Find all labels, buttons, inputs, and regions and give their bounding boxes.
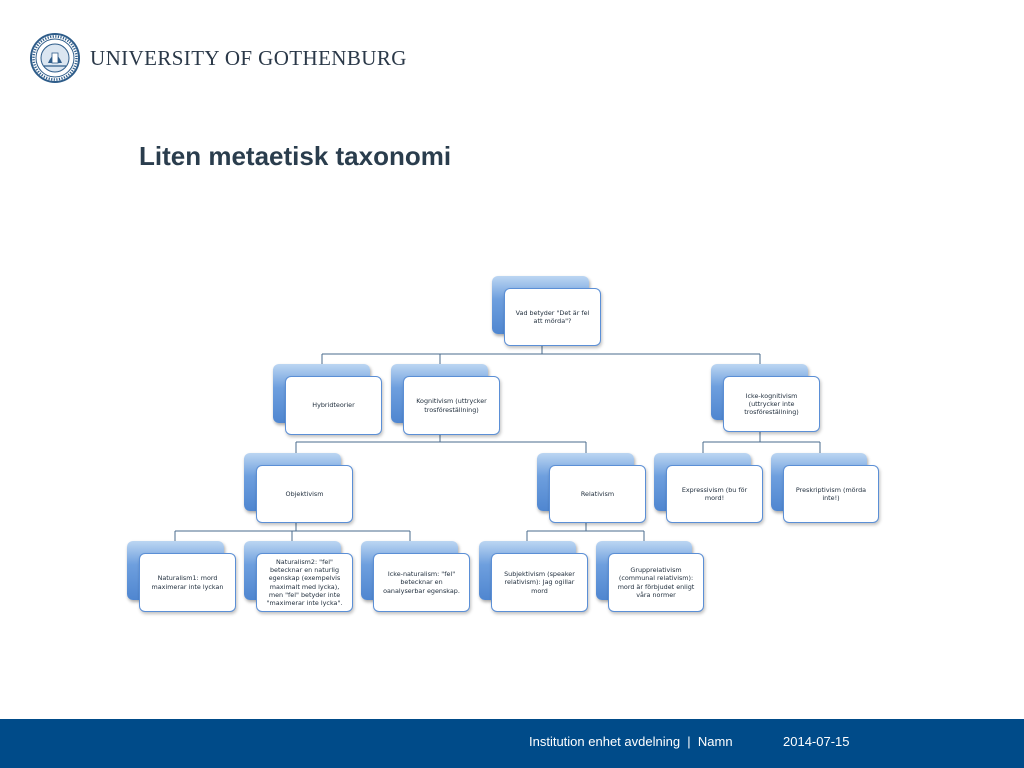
- node-expressivism: Expressivism (bu för mord!: [654, 453, 763, 523]
- node-kognitivism-label: Kognitivism (uttrycker trosföreställning…: [416, 397, 487, 414]
- footer-info: Institution enhet avdelning | Namn: [529, 734, 733, 749]
- node-naturalism2: Naturalism2: "fel" betecknar en naturlig…: [244, 541, 353, 612]
- node-preskriptivism: Preskriptivism (mörda inte!): [771, 453, 879, 523]
- node-kognitivism: Kognitivism (uttrycker trosföreställning…: [391, 364, 500, 435]
- node-naturalism1-label: Naturalism1: mord maximerar inte lyckan: [151, 574, 224, 591]
- node-preskriptivism-label: Preskriptivism (mörda inte!): [795, 485, 867, 502]
- footer-bar: [0, 719, 1024, 768]
- node-subjektivism-label: Subjektivism (speaker relativism): Jag o…: [504, 570, 575, 595]
- node-grupprelativism: Grupprelativism (communal relativism): m…: [596, 541, 704, 612]
- node-icke-naturalism-label: Icke-naturalism: "fel" betecknar en oana…: [383, 570, 460, 595]
- node-icke-kognitivism-label: Icke-kognitivism (uttrycker inte trosför…: [744, 391, 799, 417]
- node-icke-naturalism: Icke-naturalism: "fel" betecknar en oana…: [361, 541, 470, 612]
- node-objektivism-label: Objektivism: [285, 489, 324, 498]
- node-naturalism2-label: Naturalism2: "fel" betecknar en naturlig…: [266, 557, 343, 608]
- node-relativism-label: Relativism: [580, 489, 615, 498]
- node-root-label: Vad betyder "Det är fel att mörda"?: [515, 308, 590, 325]
- footer-date: 2014-07-15: [783, 734, 850, 749]
- node-root: Vad betyder "Det är fel att mörda"?: [492, 276, 601, 346]
- university-name: UNIVERSITY OF GOTHENBURG: [90, 46, 407, 70]
- university-seal-logo: [30, 33, 80, 83]
- node-subjektivism: Subjektivism (speaker relativism): Jag o…: [479, 541, 588, 612]
- node-hybridteorier-label: Hybridteorier: [312, 401, 355, 410]
- node-hybridteorier: Hybridteorier: [273, 364, 382, 435]
- node-relativism: Relativism: [537, 453, 646, 523]
- node-grupprelativism-label: Grupprelativism (communal relativism): m…: [617, 565, 695, 599]
- slide-title: Liten metaetisk taxonomi: [139, 141, 452, 171]
- node-expressivism-label: Expressivism (bu för mord!: [681, 485, 748, 502]
- node-naturalism1: Naturalism1: mord maximerar inte lyckan: [127, 541, 236, 612]
- node-icke-kognitivism: Icke-kognitivism (uttrycker inte trosför…: [711, 364, 820, 432]
- node-objektivism: Objektivism: [244, 453, 353, 523]
